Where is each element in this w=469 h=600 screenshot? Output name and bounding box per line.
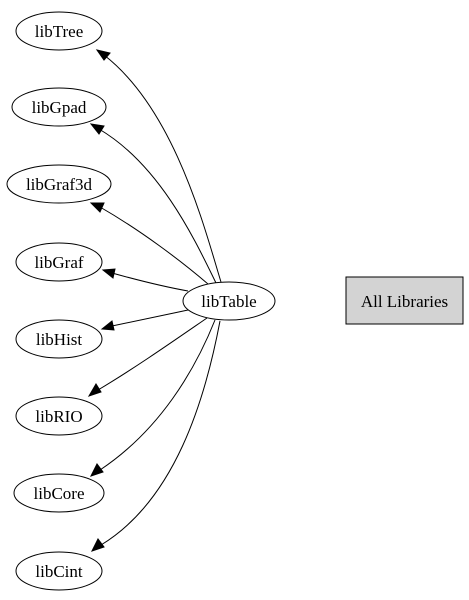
edge-libTable-libCore-arrow xyxy=(90,463,104,477)
node-libTable[interactable]: libTable xyxy=(182,281,276,321)
edge-libTable-libGpad xyxy=(98,128,217,284)
node-label-libTree: libTree xyxy=(35,22,84,41)
all-libraries-label: All Libraries xyxy=(361,292,448,311)
edge-libTable-libGraf-arrow xyxy=(101,268,116,279)
edge-libTable-libRIO xyxy=(97,317,208,391)
node-label-libRIO: libRIO xyxy=(35,407,82,426)
edge-libTable-libTree xyxy=(103,54,222,283)
node-label-libCore: libCore xyxy=(34,484,85,503)
edge-libTable-libHist-arrow xyxy=(100,320,115,331)
node-label-libGpad: libGpad xyxy=(32,98,87,117)
edge-libTable-libGpad-arrow xyxy=(89,123,105,135)
edge-libTable-libCint-arrow xyxy=(91,538,105,552)
edge-libTable-libGraf xyxy=(111,272,189,292)
node-libGraf[interactable]: libGraf xyxy=(15,242,103,282)
node-label-libGraf: libGraf xyxy=(34,253,83,272)
edge-libTable-libTree-arrow xyxy=(95,49,111,61)
node-libCint[interactable]: libCint xyxy=(15,551,103,591)
node-libTree[interactable]: libTree xyxy=(15,11,103,51)
all-libraries-box[interactable]: All Libraries xyxy=(345,276,464,325)
node-label-libCint: libCint xyxy=(35,562,83,581)
edge-libTable-libGraf3d xyxy=(99,206,209,285)
node-libGpad[interactable]: libGpad xyxy=(11,87,107,127)
edge-libTable-libCint xyxy=(100,320,221,546)
edge-libTable-libGraf3d-arrow xyxy=(89,202,105,213)
edge-libTable-libCore xyxy=(99,319,216,471)
node-libHist[interactable]: libHist xyxy=(15,319,103,359)
edge-libTable-libRIO-arrow xyxy=(87,383,102,397)
node-label-libHist: libHist xyxy=(36,330,83,349)
edges xyxy=(87,49,222,552)
node-libGraf3d[interactable]: libGraf3d xyxy=(6,164,112,204)
node-libRIO[interactable]: libRIO xyxy=(15,396,103,436)
node-label-libGraf3d: libGraf3d xyxy=(26,175,93,194)
edge-libTable-libHist xyxy=(111,309,189,327)
node-label-libTable: libTable xyxy=(201,292,256,311)
node-libCore[interactable]: libCore xyxy=(13,473,105,513)
